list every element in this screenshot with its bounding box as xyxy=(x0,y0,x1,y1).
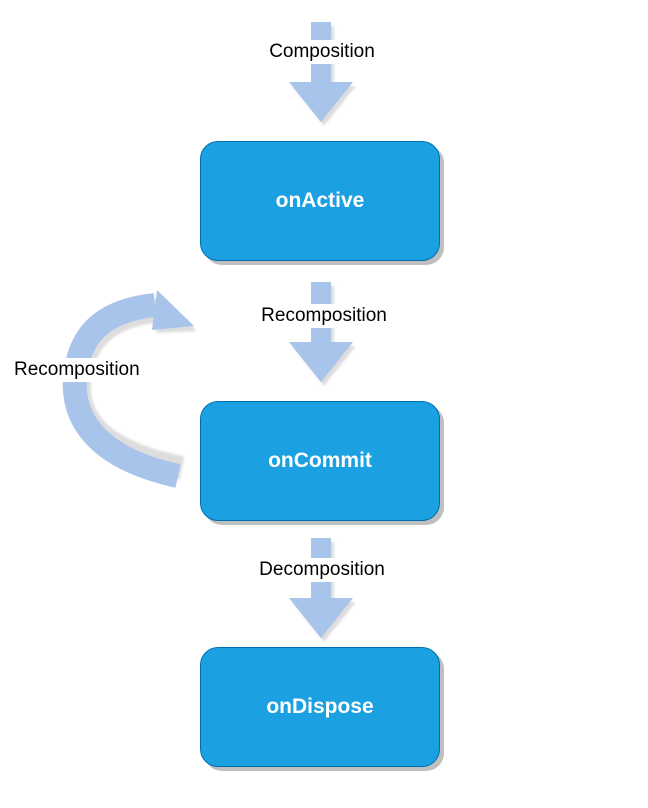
node-on-active-label: onActive xyxy=(275,189,365,212)
self-recomposition-arrow xyxy=(62,290,197,488)
self-recomposition-label: Recomposition xyxy=(12,358,142,382)
node-on-commit: onCommit xyxy=(200,401,440,521)
composition-arrow xyxy=(289,22,356,126)
decomposition-label: Decomposition xyxy=(257,558,387,582)
node-on-dispose-label: onDispose xyxy=(266,695,374,718)
composition-label: Composition xyxy=(267,40,377,64)
node-on-commit-label: onCommit xyxy=(268,449,372,472)
node-on-dispose: onDispose xyxy=(200,647,440,767)
decomposition-arrow xyxy=(289,538,356,642)
node-on-active: onActive xyxy=(200,141,440,261)
recomposition-label: Recomposition xyxy=(259,304,389,328)
recomposition-arrow xyxy=(289,282,356,386)
